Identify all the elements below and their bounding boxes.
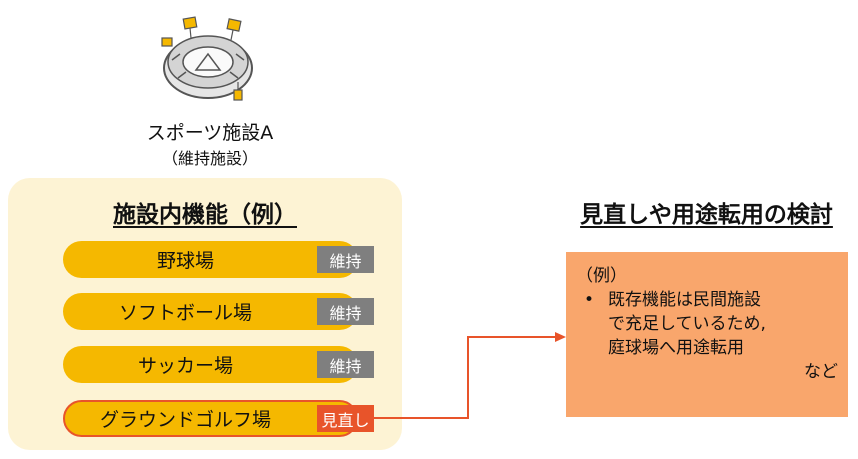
function-row-softball: ソフトボール場 維持	[63, 293, 378, 330]
function-pill: サッカー場	[63, 346, 358, 383]
status-tag: 維持	[317, 351, 374, 378]
status-tag: 維持	[317, 246, 374, 273]
function-pill: ソフトボール場	[63, 293, 358, 330]
status-tag-review: 見直し	[317, 405, 374, 432]
function-row-baseball: 野球場 維持	[63, 241, 378, 278]
panel-title: 施設内機能（例）	[113, 202, 297, 228]
function-pill: 野球場	[63, 241, 358, 278]
function-pill: グラウンドゴルフ場	[63, 400, 358, 437]
review-title: 見直しや用途転用の検討	[580, 202, 833, 228]
function-row-ground-golf: グラウンドゴルフ場 見直し	[63, 400, 378, 437]
example-label: （例）	[576, 266, 627, 286]
facility-subtitle: （維持施設）	[161, 149, 258, 168]
function-row-soccer: サッカー場 維持	[63, 346, 378, 383]
status-tag: 維持	[317, 298, 374, 325]
stadium-icon	[161, 16, 253, 101]
etc-text: など	[804, 362, 838, 382]
facility-title: スポーツ施設A	[146, 122, 274, 144]
